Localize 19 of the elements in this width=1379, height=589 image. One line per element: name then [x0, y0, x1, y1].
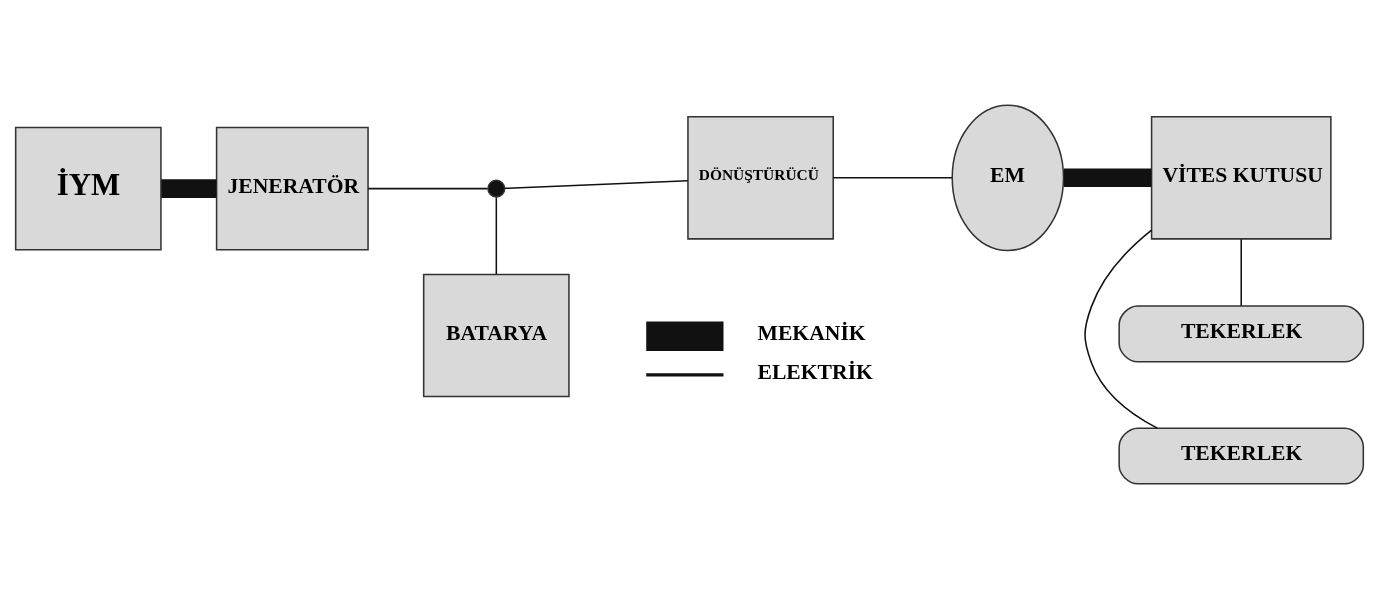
node-box: TEKERLEK [1118, 427, 1365, 485]
connector [367, 187, 489, 190]
node-box: BATARYA [422, 273, 570, 398]
node-circle [487, 179, 506, 198]
node-box: DÖNÜŞTÜRÜCÜ [687, 116, 834, 240]
node-box: JENERATÖR [215, 126, 369, 251]
node-ellipse: EM [951, 104, 1065, 252]
connector [832, 177, 953, 179]
connector [495, 196, 498, 275]
connector [504, 180, 689, 190]
node-box: TEKERLEK [1118, 305, 1365, 363]
node-box: İYM [14, 126, 162, 251]
legend-label: MEKANİK [757, 321, 866, 346]
connector [161, 179, 217, 198]
connector [1064, 168, 1152, 188]
connector [1240, 238, 1242, 307]
legend-label: ELEKTRİK [757, 360, 873, 385]
connector [1084, 229, 1159, 429]
node-box: VİTES KUTUSU [1150, 116, 1332, 240]
